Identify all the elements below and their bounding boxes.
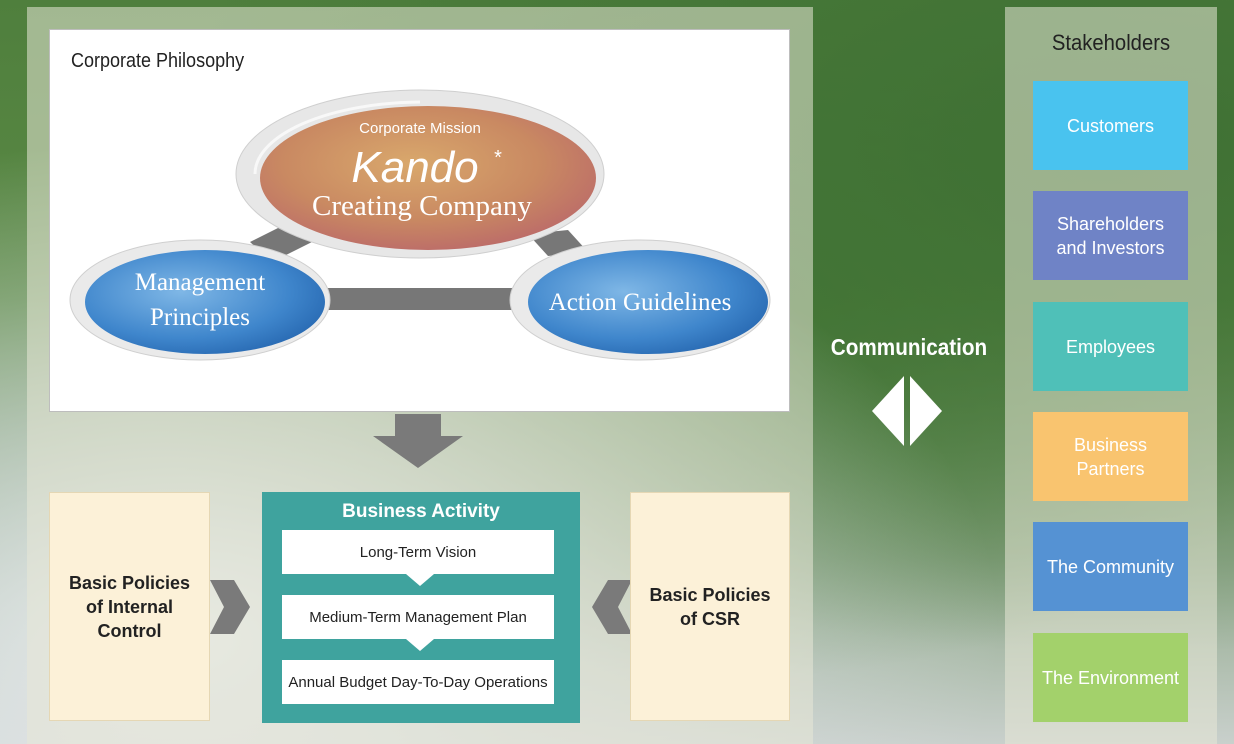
corporate-philosophy-title: Corporate Philosophy — [71, 50, 245, 72]
action-guidelines-label: Action Guidelines — [549, 289, 732, 316]
left-chevron-icon — [592, 580, 632, 634]
stakeholder-customers: Customers — [1033, 81, 1188, 170]
stakeholder-business-partners: Business Partners — [1033, 412, 1188, 501]
stakeholder-employees: Employees — [1033, 302, 1188, 391]
communication-label: Communication — [830, 334, 988, 360]
down-arrow-icon — [373, 414, 463, 468]
bidirectional-arrow-icon — [872, 376, 942, 446]
right-chevron-icon — [210, 580, 250, 634]
kando-text: Kando — [351, 143, 478, 192]
stakeholders-title: Stakeholders — [1051, 30, 1171, 55]
down-triangle-icon — [406, 639, 434, 651]
corporate-mission-ellipse — [235, 89, 605, 259]
long-term-vision-item: Long-Term Vision — [282, 530, 554, 574]
stakeholder-shareholders: Shareholders and Investors — [1033, 191, 1188, 280]
action-guidelines-ellipse — [509, 239, 771, 361]
internal-control-box: Basic Policies of Internal Control — [49, 492, 210, 721]
kando-asterisk: * — [494, 147, 502, 169]
philosophy-diagram: Corporate Mission Kando * Creating Compa… — [69, 89, 771, 361]
down-triangle-icon — [406, 574, 434, 586]
csr-policies-box: Basic Policies of CSR — [630, 492, 790, 721]
business-activity-box: Business Activity Long-Term Vision Mediu… — [262, 492, 580, 723]
corporate-mission-label: Corporate Mission — [359, 120, 481, 137]
management-principles-line2: Principles — [150, 304, 250, 331]
business-activity-title: Business Activity — [342, 501, 500, 522]
management-principles-line1: Management — [135, 269, 266, 296]
stakeholder-environment: The Environment — [1033, 633, 1188, 722]
annual-budget-item: Annual Budget Day-To-Day Operations — [282, 660, 554, 704]
management-principles-ellipse — [69, 239, 331, 361]
medium-term-plan-item: Medium-Term Management Plan — [282, 595, 554, 639]
stakeholder-community: The Community — [1033, 522, 1188, 611]
corporate-philosophy-box: Corporate Mission Kando * Creating Compa… — [49, 29, 790, 412]
creating-company-text: Creating Company — [312, 190, 532, 222]
